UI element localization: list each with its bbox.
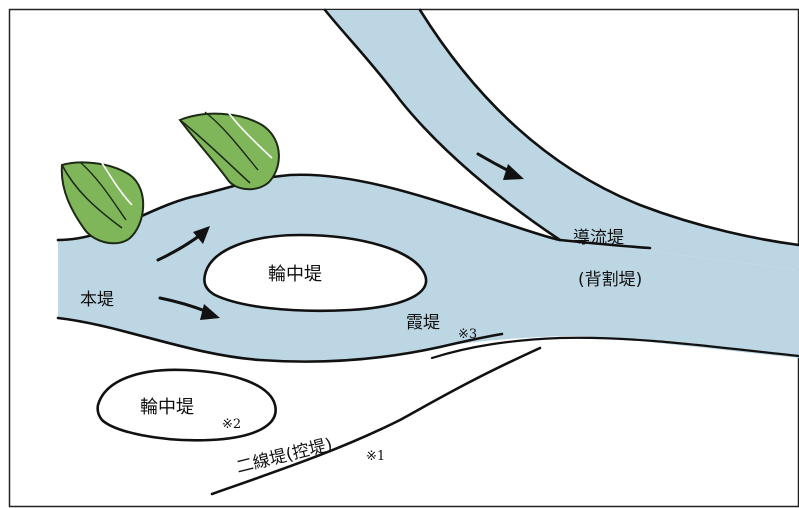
leaf-icon <box>178 111 280 191</box>
ring-levee-center <box>203 233 428 313</box>
note-1: ※1 <box>366 449 385 464</box>
secondary-levee-line <box>210 346 542 496</box>
leaf-icon <box>60 159 145 245</box>
ring-levee-center-label: 輪中堤 <box>268 264 322 285</box>
open-levee-label: 霞堤 <box>406 313 440 333</box>
tributary-left-levee-line <box>323 8 652 250</box>
guide-levee-label: 導流堤 <box>573 228 624 248</box>
tributary-water <box>325 10 799 270</box>
open-levee-line <box>430 336 799 360</box>
main-levee-upper-line <box>56 173 562 242</box>
main-levee-label: 本堤 <box>80 290 114 310</box>
arrow-icon <box>158 296 220 320</box>
tributary-right-levee-line <box>418 8 799 247</box>
arrow-icon <box>156 226 210 262</box>
main-river-water <box>58 174 799 362</box>
ring-levee-lower-label: 輪中堤 <box>140 397 194 418</box>
separation-levee-label: (背割堤) <box>578 270 642 290</box>
note-2: ※2 <box>222 417 241 432</box>
arrow-icon <box>476 152 524 180</box>
secondary-levee-label: 二線堤(控堤) <box>234 435 334 478</box>
ring-levee-lower <box>96 368 277 442</box>
note-3: ※3 <box>458 327 477 342</box>
main-levee-lower-line <box>56 316 504 363</box>
